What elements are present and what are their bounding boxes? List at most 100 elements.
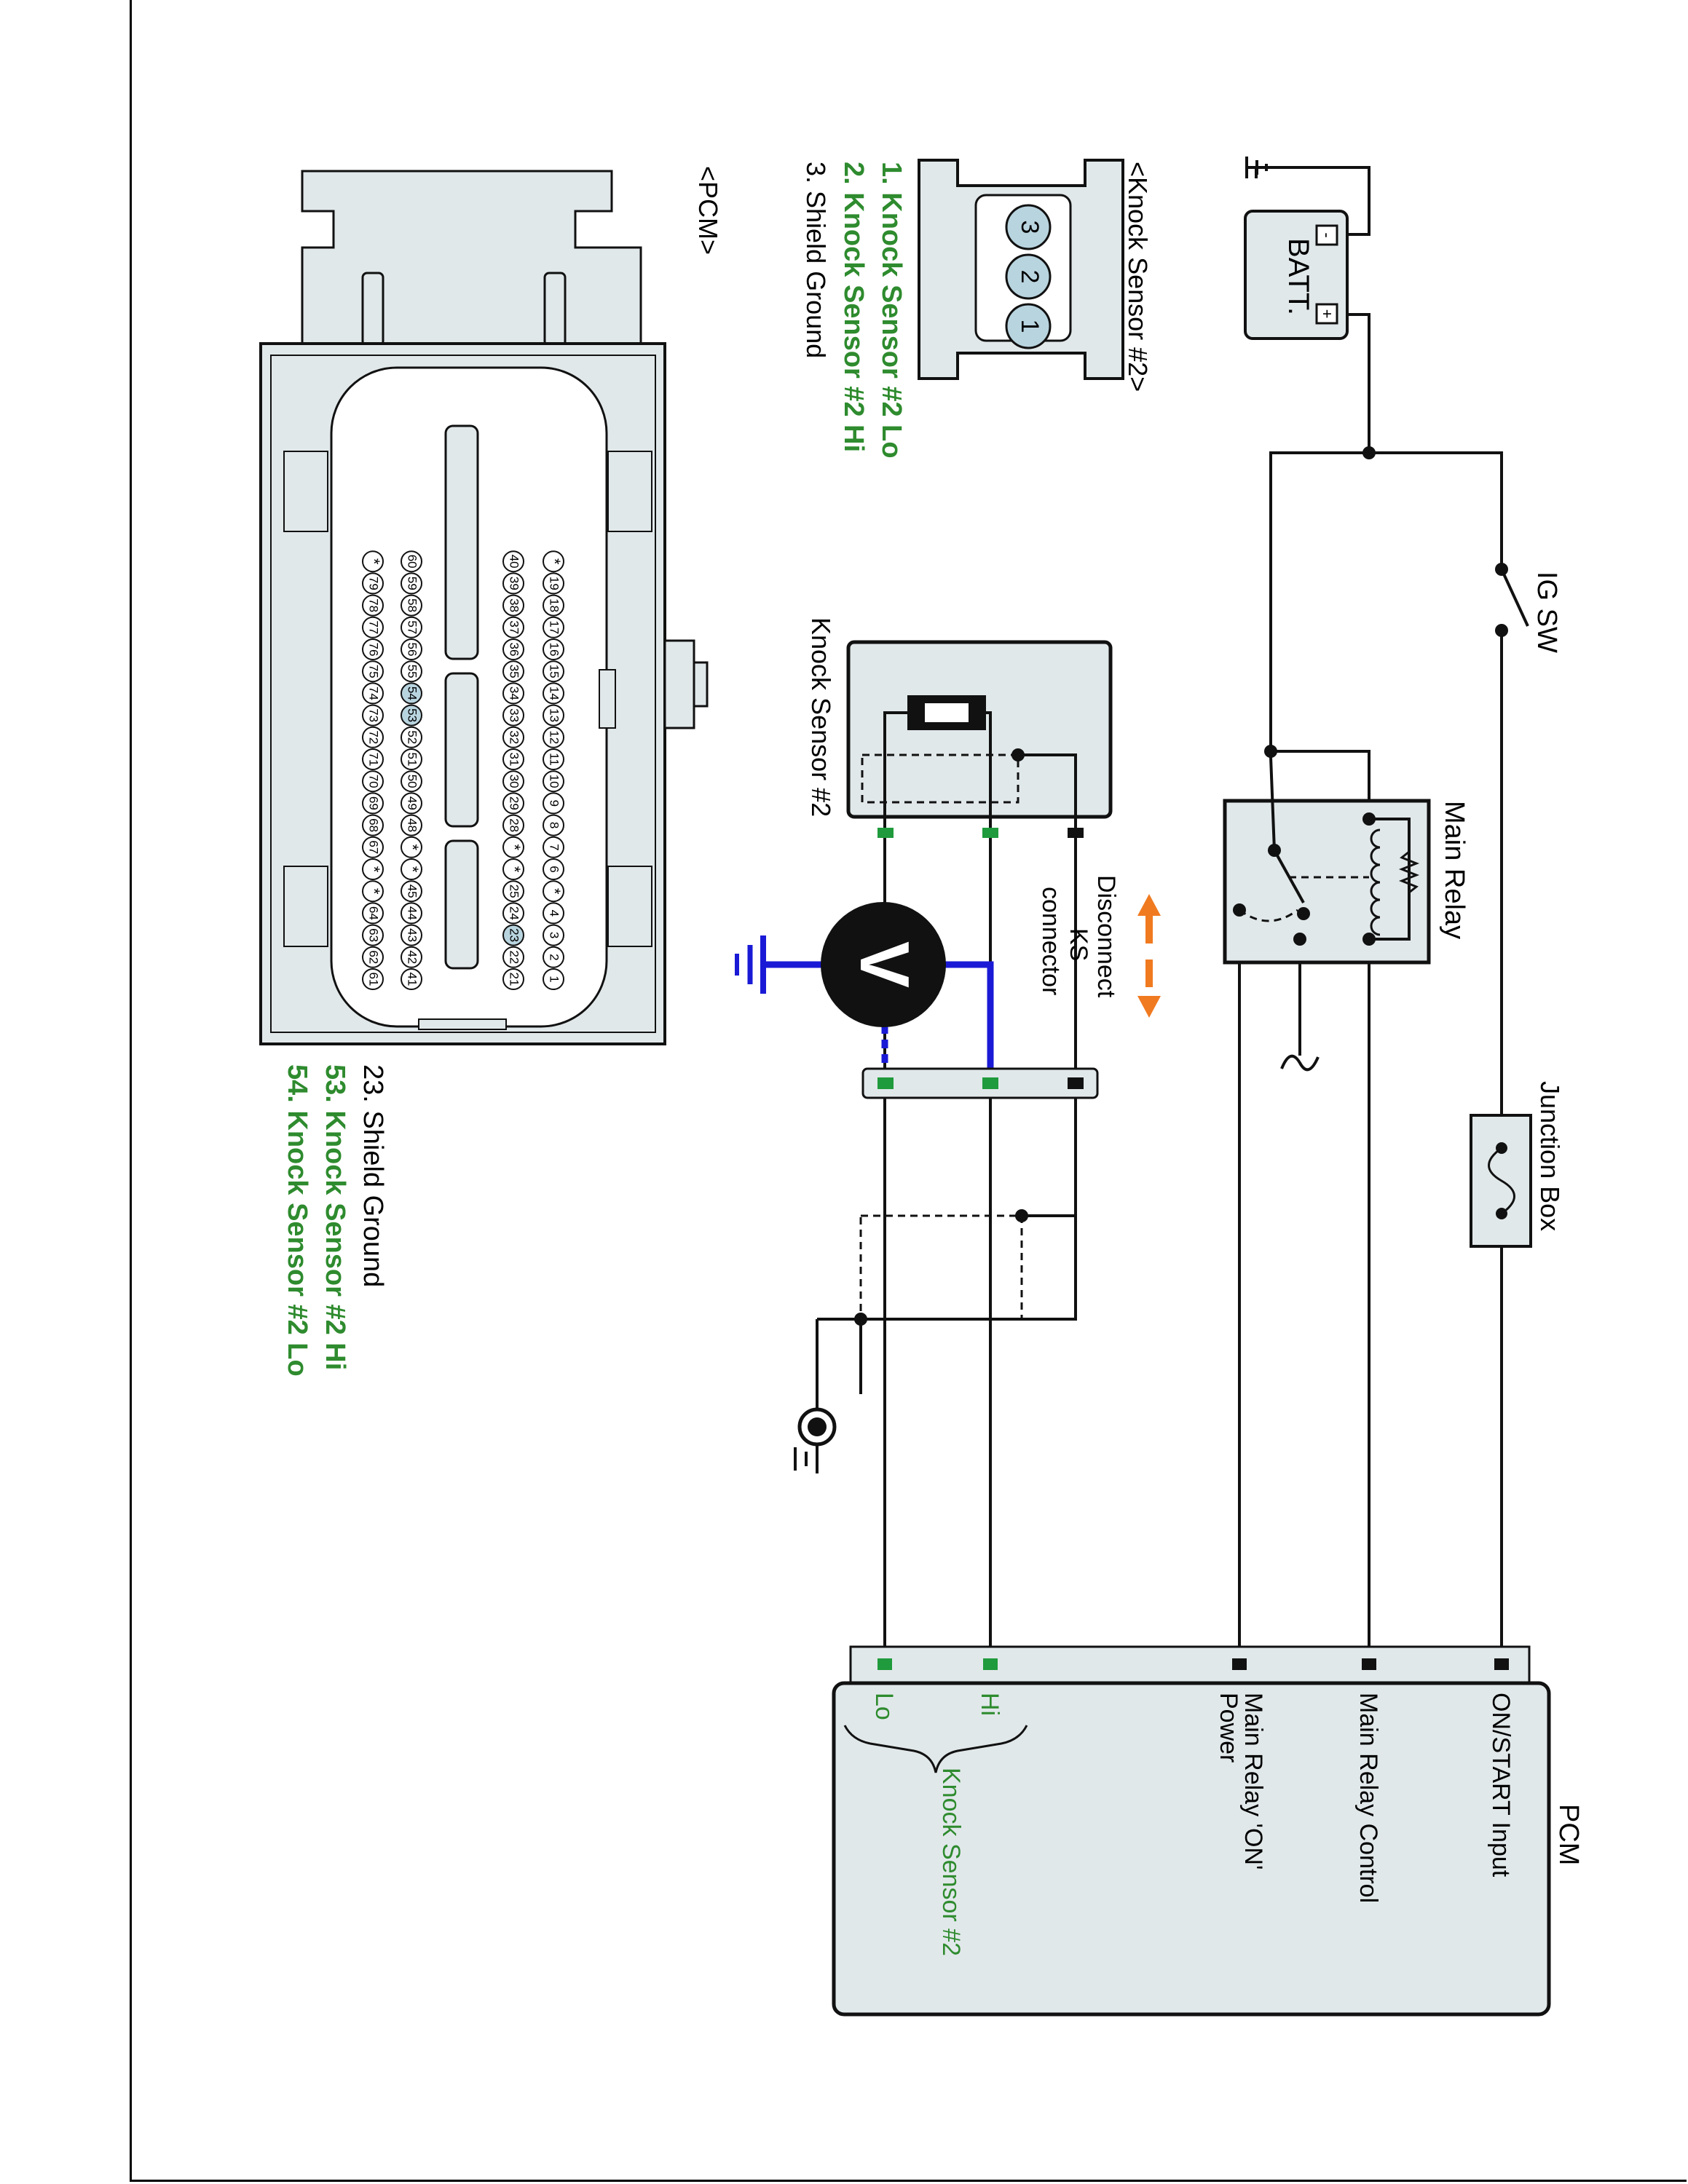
pcm-pin (401, 902, 422, 925)
arrow-up-icon (1137, 894, 1161, 916)
pcm-pin (401, 946, 422, 968)
pcm-pin-lo (877, 1658, 892, 1670)
pcm-connector-post (361, 272, 384, 347)
pcm-connector-clip (283, 866, 328, 947)
pcm-pin-label: 22 (508, 950, 521, 964)
pcm-pin (502, 638, 524, 660)
sensor-lo-lead (883, 711, 907, 817)
pcm-pin (502, 616, 524, 638)
pcm-pin-label: 64 (367, 906, 381, 920)
sensor-shield-lead (1018, 753, 1077, 817)
pcm-pin (362, 616, 384, 638)
pcm-module-title: PCM (1553, 1804, 1584, 1865)
pcm-pin-label: 17 (548, 620, 561, 634)
pcm-pin (502, 660, 524, 683)
pcm-pin-label: 77 (367, 620, 381, 634)
pcm-pin (401, 704, 422, 727)
pcm-pin-label: 15 (548, 665, 561, 678)
pcm-pin (543, 968, 564, 990)
switch-blade (1500, 569, 1529, 627)
pcm-pin (502, 594, 524, 617)
pcm-pin (543, 946, 564, 968)
relay-ground-squiggle (1280, 1054, 1320, 1072)
pcm-pin-label: 52 (406, 730, 419, 744)
relay-resistor (1398, 850, 1420, 894)
pcm-pin (543, 572, 564, 595)
pcm-pin-label: 68 (367, 818, 381, 832)
pcm-pin-label: * (545, 888, 564, 895)
ig-sw-label: IG SW (1531, 571, 1562, 653)
pcm-pin (502, 968, 524, 990)
pcm-connector-divider (444, 839, 479, 970)
ig-switch: IG SW (1495, 563, 1562, 653)
pcm-pin-label: 13 (548, 708, 561, 722)
pcm-pin (543, 748, 564, 770)
pcm-pin-label: 48 (406, 818, 419, 832)
pcm-pin (401, 594, 422, 617)
junction-box-label: Junction Box (1535, 1081, 1565, 1231)
pcm-terminal-relay-on: Main Relay 'ON' (1239, 1693, 1267, 1870)
pcm-pin (362, 880, 384, 903)
pcm-pin (401, 638, 422, 660)
pcm-pin-label: 11 (548, 753, 561, 766)
pcm-pin (362, 704, 384, 727)
pcm-pin (401, 726, 422, 748)
pcm-connector-frame (270, 355, 656, 1033)
disconnect-arrows (1137, 894, 1161, 1018)
pcm-pin-label: 3 (548, 932, 561, 938)
pcm-pin-label: 67 (367, 840, 381, 854)
ks-pin-2-label: 2 (1016, 270, 1044, 284)
pcm-pin-label: 69 (367, 796, 381, 810)
pcm-pin (543, 682, 564, 705)
ks-pin-1-label: 1 (1016, 320, 1044, 333)
pcm-pin (502, 946, 524, 968)
pcm-pin-label: 76 (367, 643, 381, 657)
voltmeter-body (821, 902, 946, 1027)
pcm-pin-label: * (545, 558, 564, 565)
pcm-pin (362, 946, 384, 968)
main-relay-box (1223, 799, 1431, 965)
pcm-pin (543, 704, 564, 727)
pcm-pin-label: 63 (367, 928, 381, 942)
junction-dots (854, 446, 1376, 1326)
pcm-pin-label: 24 (508, 906, 521, 920)
disconnect-line2: KS (1065, 928, 1092, 961)
pcm-connector-divider (444, 672, 479, 828)
pcm-pin (543, 880, 564, 903)
pcm-pin-label: * (365, 866, 383, 873)
pcm-pin-label: 51 (406, 753, 419, 767)
pcm-pin (362, 902, 384, 925)
pcm-pin (502, 902, 524, 925)
pcm-pin (502, 726, 524, 748)
junction-dot (1015, 1209, 1028, 1222)
pcm-pin (543, 638, 564, 660)
pcm-pin-label: 44 (406, 906, 419, 920)
pcm-pin (543, 770, 564, 793)
pcm-connector-title: <PCM> (693, 166, 723, 255)
relay-contact (1362, 812, 1376, 826)
pcm-pin-label: 61 (367, 973, 381, 986)
harness-pin-lo (877, 1077, 894, 1089)
pcm-pin-label: * (365, 558, 383, 565)
pcm-pin (362, 638, 384, 660)
main-relay: Main Relay (1223, 756, 1470, 965)
harness-connector (861, 1067, 1099, 1216)
ks-legend-1: 1. Knock Sensor #2 Lo (876, 162, 907, 459)
pcm-pin (362, 814, 384, 836)
harness-connector-body (861, 1067, 1099, 1099)
pcm-pin (502, 550, 524, 573)
sensor-pin-shield (1068, 828, 1084, 838)
pcm-pin (362, 594, 384, 617)
pcm-pin (362, 660, 384, 683)
pcm-pin-hi (983, 1658, 998, 1670)
relay-feed-wire (1271, 750, 1370, 819)
pcm-pin-label: 62 (367, 950, 381, 964)
pcm-pin-label: 50 (406, 775, 419, 788)
pcm-pin-label: 40 (508, 555, 521, 569)
relay-switch-feed (1269, 756, 1276, 851)
pcm-pin (362, 924, 384, 946)
pcm-pin-label: 41 (406, 973, 419, 986)
pcm-knock-sensor-group: Knock Sensor #2 (937, 1768, 965, 1956)
pcm-connector-pins: 1234*678910111213141516171819*2122232425… (362, 550, 564, 990)
